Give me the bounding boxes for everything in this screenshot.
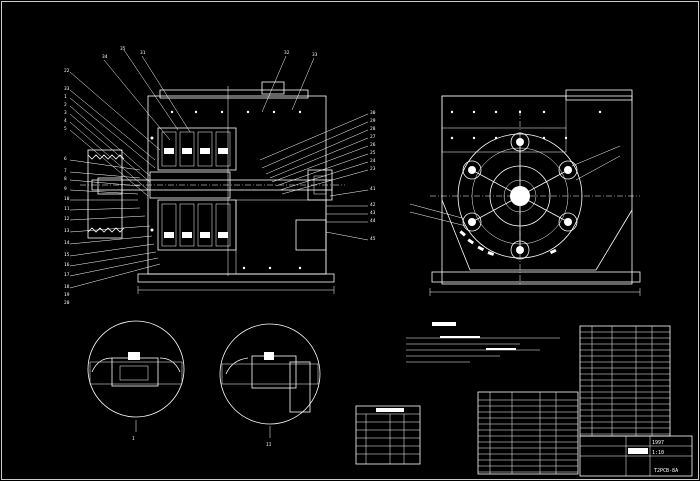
detail-label-1: I [132,436,135,442]
bill-of-materials [477,325,671,475]
callout-top-33: 33 [312,52,318,58]
title-block-scale: 1:10 [652,450,664,456]
callout-left-14: 14 [64,240,70,246]
callout-left-33: 33 [64,86,70,92]
detail-view-1 [87,320,185,432]
detail-label-2: II [266,442,272,448]
callout-right-42: 42 [370,202,376,208]
callout-top-35: 35 [120,46,126,52]
callout-right-27: 27 [370,134,376,140]
callout-top-34: 34 [102,54,108,60]
callout-left-11: 11 [64,206,70,212]
callout-left-20: 20 [64,300,70,306]
callout-right-24: 24 [370,158,376,164]
callout-right-43: 43 [370,210,376,216]
callout-right-26: 26 [370,142,376,148]
callout-right-23: 23 [370,166,376,172]
callout-numbers-top: 34 35 31 32 33 [102,46,318,60]
callout-right-45: 45 [370,236,376,242]
callout-left-8: 8 [64,176,67,182]
callout-top-32: 32 [284,50,290,56]
callout-left-15: 15 [64,252,70,258]
callout-left-2: 2 [64,102,67,108]
callout-left-18: 18 [64,284,70,290]
leader-lines-left [69,49,315,289]
callout-left-4: 4 [64,118,67,124]
leader-lines-right [259,113,369,241]
callout-left-5: 5 [64,126,67,132]
title-block-note: 1997 [652,440,664,446]
callout-left-3: 3 [64,110,67,116]
callout-left-7: 7 [64,168,67,174]
drawing-number: T2PCB-8A [654,468,678,474]
callout-right-28: 28 [370,126,376,132]
callout-left-16: 16 [64,262,70,268]
callout-top-31: 31 [140,50,146,56]
callout-numbers-right: 30 29 28 27 26 25 24 23 41 42 43 44 45 [370,110,376,242]
callout-right-30: 30 [370,110,376,116]
side-view [409,89,641,296]
callout-right-25: 25 [370,150,376,156]
callout-right-44: 44 [370,218,376,224]
title-block: 1997 1:10 T2PCB-8A [579,435,693,477]
small-parts-table [355,405,421,465]
callout-left-19: 19 [64,292,70,298]
callout-right-29: 29 [370,118,376,124]
callout-left-10: 10 [64,196,70,202]
callout-left-13: 13 [64,228,70,234]
callout-left-17: 17 [64,272,70,278]
front-view [80,81,345,294]
callout-left-1: 1 [64,94,67,100]
detail-view-2 [219,323,321,438]
callout-right-41: 41 [370,186,376,192]
technical-notes [406,322,560,363]
callout-left-12: 12 [64,216,70,222]
callout-left-22: 22 [64,68,70,74]
callout-left-9: 9 [64,186,67,192]
callout-left-6: 6 [64,156,67,162]
